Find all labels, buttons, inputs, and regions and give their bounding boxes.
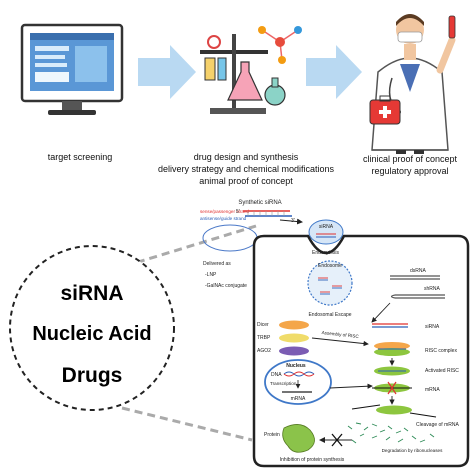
process-arrow-1 [138,45,196,99]
degradation-label: Degradation by ribonucleases [382,448,443,453]
sense-strand-label: sense/passenger strand [200,209,249,214]
dsrna-label: dsRNA [410,268,427,274]
ago2-label: AGO2 [257,348,271,354]
ago2-protein [279,347,309,356]
synthetic-sirna-label: Synthetic siRNA [238,200,281,206]
circle-title-sirna: siRNA [60,282,123,305]
endosome-label: Endosome [318,263,342,269]
mrna-nucleus-label: mRNA [291,396,306,402]
protein-label: Protein [264,432,280,438]
risc-complex-label: RISC complex [425,348,457,354]
delivered-as-label: Delivered as [203,261,231,267]
step2-label-3: animal proof of concept [199,176,293,186]
circle-title-nucleic-acid: Nucleic Acid [32,323,151,345]
step2-label-1: drug design and synthesis [194,152,299,162]
mrna-label: mRNA [425,387,440,393]
step2-label-2: delivery strategy and chemical modificat… [158,164,335,174]
trbp-protein [279,334,309,343]
nucleus-label: Nucleus [286,363,306,369]
risc-complex [374,342,410,356]
trbp-label: TRBP [257,335,271,341]
dicer-protein [279,321,309,330]
step3-label-1: clinical proof of concept [363,154,458,164]
doctor-icon [370,14,455,154]
strand-5-label: 5' [236,209,240,215]
cleavage-label: Cleavage of mRNA [416,422,459,428]
dicer-label: Dicer [257,322,269,328]
endocytosis-label: Endocytosis [312,250,339,256]
lab-flask-icon [200,26,302,114]
activated-risc-label: Activated RISC [425,368,459,374]
inhibition-label: Inhibition of protein synthesis [280,457,345,463]
connector-dashed-bottom [122,408,252,440]
lnp-label: -LNP [205,272,217,278]
galnac-label: -GalNAc conjugate [205,283,247,289]
activated-risc [374,367,410,376]
circle-title-drugs: Drugs [62,364,123,387]
dna-label: DNA [271,372,282,378]
monitor-icon [22,25,122,115]
sirna-label: siRNA [425,324,440,330]
antisense-strand-label: antisense/guide strand [200,216,247,221]
process-arrow-2 [306,45,362,99]
step3-label-2: regulatory approval [371,166,448,176]
sirna-bubble-label: siRNA [319,224,334,230]
shrna-label: shRNA [424,286,441,292]
endosomal-escape-label: Endosomal Escape [308,312,351,318]
delivery-vehicle-outline [203,225,257,251]
transcription-label: Transcription [270,381,297,386]
step1-label: target screening [48,152,113,162]
